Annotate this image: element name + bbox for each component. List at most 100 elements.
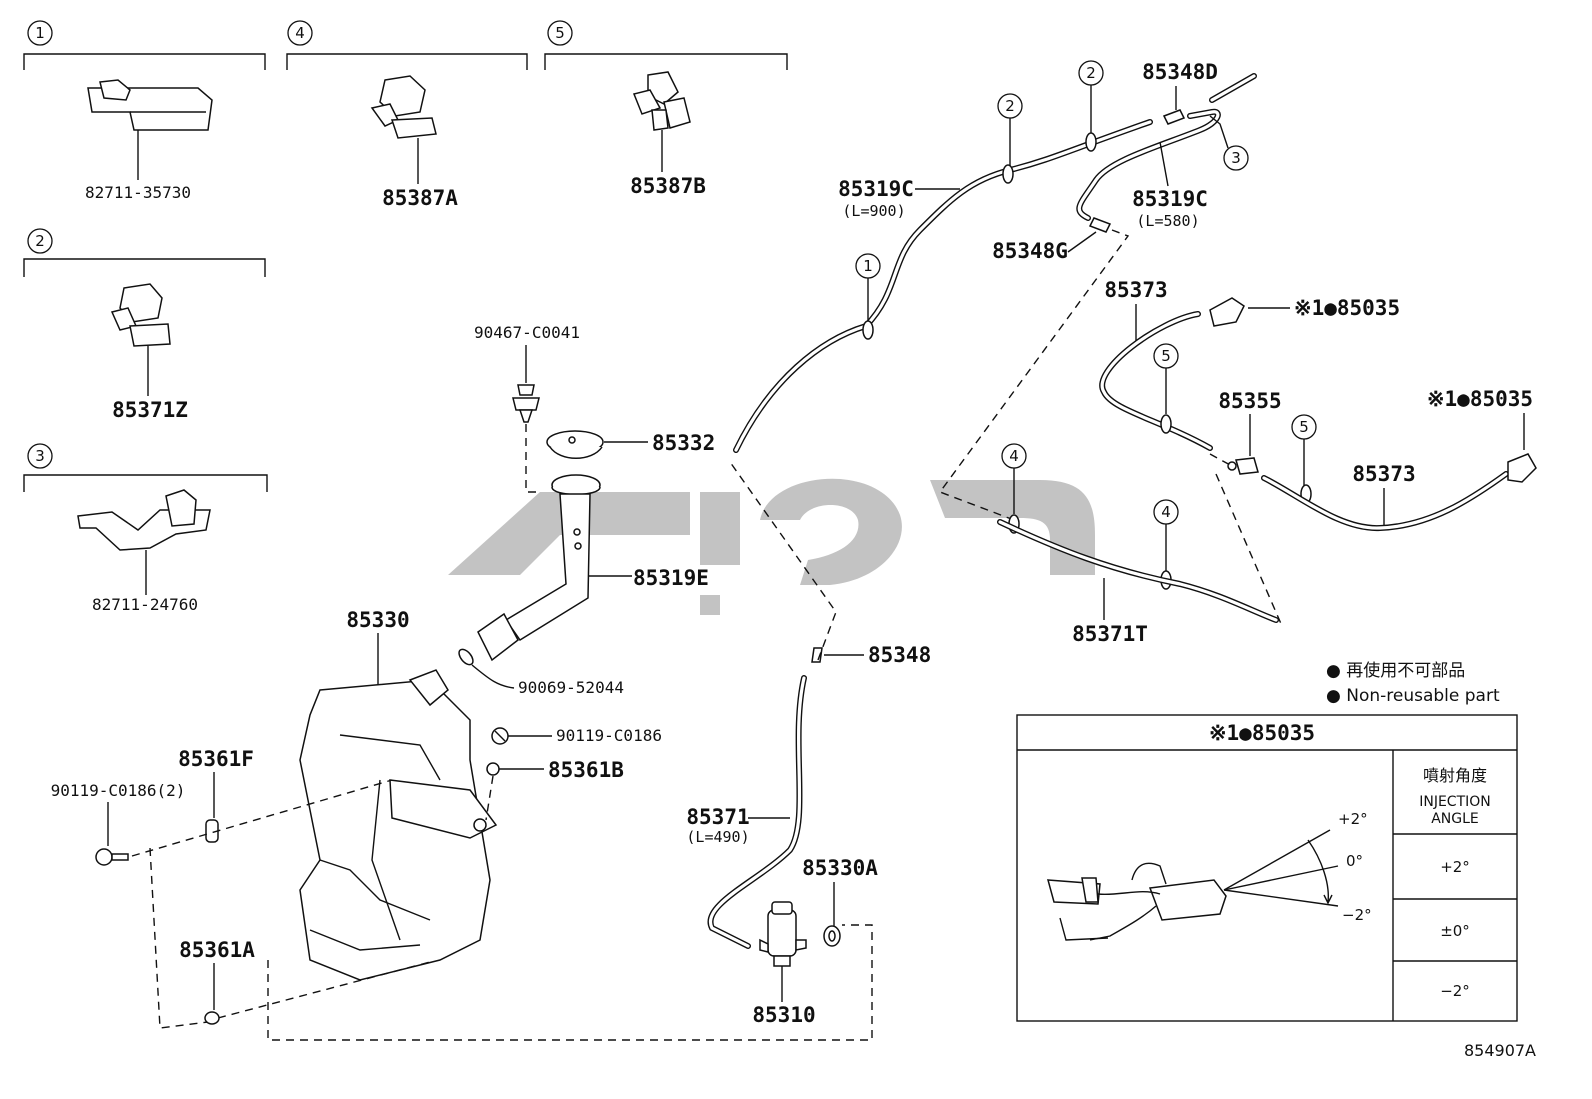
- clip-marker-1: 1: [855, 253, 881, 340]
- group-number: 1: [35, 24, 45, 42]
- legend-jp: ● 再使用不可部品: [1326, 660, 1465, 681]
- part-label-90069: 90069-52044: [518, 678, 624, 697]
- legend-en: ● Non-reusable part: [1326, 686, 1500, 706]
- svg-text:5: 5: [1299, 418, 1309, 436]
- part-label-85332: 85332: [652, 431, 715, 455]
- part-label-85373-a: 85373: [1104, 278, 1167, 302]
- grommet-90119-icon: [491, 727, 509, 745]
- clip-85371Z-icon: [110, 283, 171, 347]
- clip-90467-icon: [512, 384, 540, 423]
- nozzle-85035-lower-icon: [1507, 453, 1537, 483]
- bolt-90119-icon: [95, 848, 129, 866]
- part-label-90119a: 90119-C0186: [556, 726, 662, 745]
- part-label-85355: 85355: [1218, 389, 1281, 413]
- part-label-85361B: 85361B: [548, 758, 624, 782]
- filler-pipe-85319E-icon: [477, 474, 601, 662]
- part-label-85371T: 85371T: [1072, 622, 1148, 646]
- hose-85371: [707, 675, 807, 949]
- part-label: 85387B: [630, 174, 706, 198]
- svg-text:3: 3: [1231, 149, 1241, 167]
- bracket-82711-35730-icon: [87, 79, 213, 131]
- group-3: 3 82711-24760: [23, 443, 268, 614]
- part-label-85348D: 85348D: [1142, 60, 1218, 84]
- part-label-85348: 85348: [868, 643, 931, 667]
- hose-85319C-long: [733, 119, 1153, 453]
- part-label-85035-b: ※1●85035: [1427, 387, 1533, 411]
- group-number: 5: [555, 24, 565, 42]
- part-label: 85371Z: [112, 398, 188, 422]
- part-label-90467: 90467-C0041: [474, 323, 580, 342]
- injection-angle-en-1: INJECTION: [1419, 794, 1491, 810]
- svg-text:4: 4: [1161, 503, 1171, 521]
- detail-title: ※1●85035: [1209, 721, 1315, 745]
- part-label-85319C-a: 85319C: [838, 177, 914, 201]
- part-label: 85387A: [382, 186, 458, 210]
- angle-row-minus: −2°: [1440, 982, 1470, 1000]
- group-1: 1 82711-35730: [23, 20, 266, 202]
- clip-marker-5b: 5: [1291, 414, 1317, 504]
- group-2: 2 85371Z: [23, 228, 266, 422]
- part-label-85330: 85330: [346, 608, 409, 632]
- group-number: 2: [35, 232, 45, 250]
- connector-85348G-icon: [1088, 217, 1112, 233]
- connector-85348-icon: [811, 647, 823, 663]
- clip-marker-4b: 4: [1153, 499, 1179, 590]
- group-number: 4: [295, 24, 305, 42]
- o-ring-90069-icon: [458, 648, 474, 666]
- clip-marker-3: 3: [1209, 115, 1249, 171]
- svg-text:4: 4: [1009, 447, 1019, 465]
- part-label-85361F: 85361F: [178, 747, 254, 771]
- group-4: 4 85387A: [286, 20, 528, 210]
- callout-circle: [27, 20, 53, 46]
- part-label-85035-a: ※1●85035: [1294, 296, 1400, 320]
- washer-tank-85330-icon: [299, 669, 498, 981]
- hose-85319C-short: [1076, 73, 1257, 221]
- grommet-85330A-icon: [823, 925, 841, 947]
- part-label-85330A: 85330A: [802, 856, 878, 880]
- figure-code: 854907A: [1464, 1041, 1536, 1060]
- part-length-85371: (L=490): [686, 828, 749, 846]
- connector-85348D-icon: [1162, 109, 1186, 125]
- detail-box-85035: ※1●85035 噴射角度 INJECTION ANGLE +2° ±0° −2…: [1016, 714, 1518, 1022]
- pump-85310-icon: [759, 901, 807, 967]
- grommet-85361B-icon: [486, 762, 500, 776]
- group-number: 3: [35, 447, 45, 465]
- angle-row-plus: +2°: [1440, 858, 1470, 876]
- part-label-85348G: 85348G: [992, 239, 1068, 263]
- grommet-85361A-icon: [204, 1011, 220, 1025]
- clip-marker-5a: 5: [1153, 343, 1179, 434]
- part-label-90119b: 90119-C0186(2): [51, 781, 186, 800]
- cap-85332-icon: [546, 430, 604, 459]
- nozzle-detail-icon: [1046, 862, 1227, 941]
- clip-85387B-icon: [632, 71, 691, 131]
- part-label-85371: 85371: [686, 805, 749, 829]
- svg-text:5: 5: [1161, 347, 1171, 365]
- hose-85371T: [997, 519, 1279, 623]
- angle-label-plus: +2°: [1338, 810, 1368, 828]
- injection-angle-jp: 噴射角度: [1423, 766, 1487, 785]
- hose-85373-lower: [1261, 471, 1509, 532]
- part-label-85319C-b: 85319C: [1132, 187, 1208, 211]
- clip-85387A-icon: [370, 75, 437, 139]
- injection-angle-en-2: ANGLE: [1431, 811, 1479, 827]
- part-label-85310: 85310: [752, 1003, 815, 1027]
- bracket-82711-24760-icon: [77, 489, 211, 551]
- part-label: 82711-24760: [92, 595, 198, 614]
- angle-label-zero: 0°: [1346, 852, 1363, 870]
- angle-label-minus: −2°: [1342, 906, 1372, 924]
- part-label-85373-b: 85373: [1352, 462, 1415, 486]
- part-length-85319C-b: (L=580): [1136, 212, 1199, 230]
- angle-row-zero: ±0°: [1440, 922, 1470, 940]
- watermark-logo: [448, 478, 1095, 615]
- part-label-85319E: 85319E: [633, 566, 709, 590]
- part-label: 82711-35730: [85, 183, 191, 202]
- clip-marker-2b: 2: [1078, 60, 1104, 152]
- svg-text:1: 1: [863, 257, 873, 275]
- joint-85355-icon: [1227, 457, 1259, 475]
- part-label-85361A: 85361A: [179, 938, 255, 962]
- svg-text:2: 2: [1086, 64, 1096, 82]
- nozzle-85035-upper-icon: [1209, 297, 1245, 327]
- svg-text:2: 2: [1005, 97, 1015, 115]
- group-5: 5 85387B: [544, 20, 788, 198]
